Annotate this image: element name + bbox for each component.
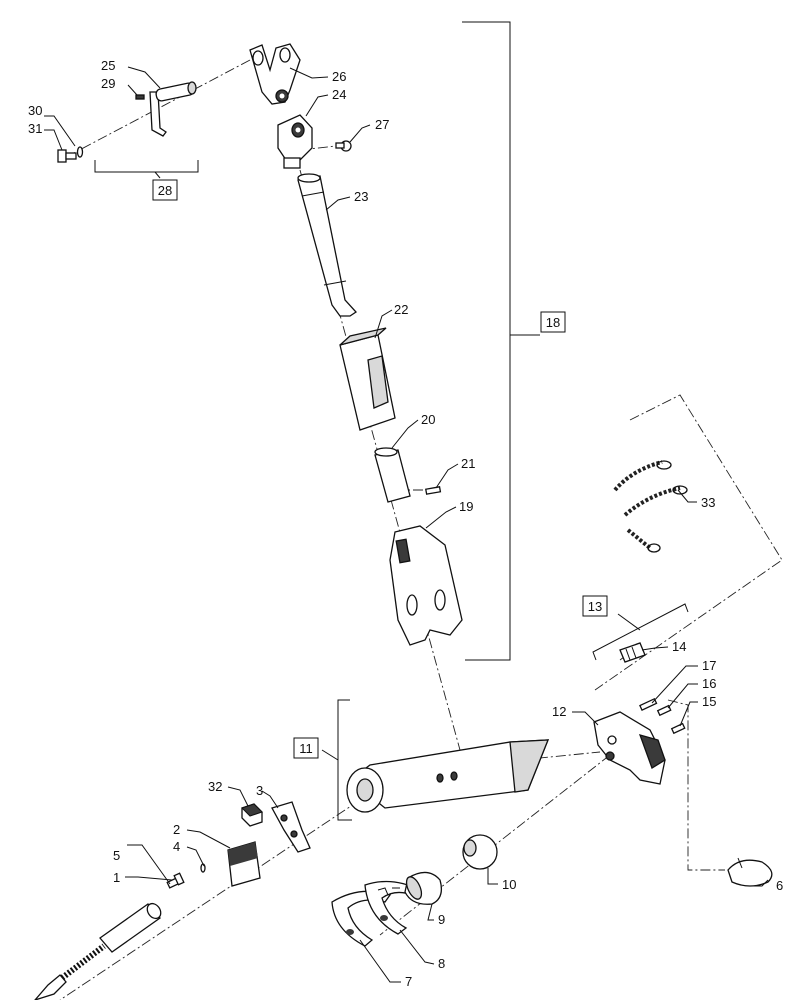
bracket-13-line bbox=[592, 603, 689, 661]
part-30-washer bbox=[76, 146, 84, 158]
part-5-bolt bbox=[166, 872, 185, 889]
callout-27: 27 bbox=[375, 117, 389, 132]
callout-19: 19 bbox=[459, 499, 473, 514]
bracket-group-11 bbox=[321, 699, 352, 821]
part-1-telescopic-rod bbox=[34, 902, 162, 1000]
callout-23: 23 bbox=[354, 189, 368, 204]
part-15-pin bbox=[670, 722, 686, 735]
callout-12: 12 bbox=[552, 704, 566, 719]
callout-28: 28 bbox=[158, 183, 172, 198]
centerline-arm-pivot bbox=[59, 799, 361, 1000]
part-12-hook bbox=[593, 711, 666, 785]
part-9-ball bbox=[404, 871, 443, 905]
part-4-washer bbox=[200, 863, 206, 873]
callout-labels: 25 29 30 31 26 24 27 23 22 20 21 19 33 1… bbox=[28, 58, 783, 989]
callout-box-13: 13 bbox=[582, 595, 608, 617]
callout-1: 1 bbox=[113, 870, 120, 885]
callout-7: 7 bbox=[405, 974, 412, 989]
part-29-clip bbox=[135, 94, 145, 100]
part-26-yoke bbox=[249, 43, 301, 105]
callout-29: 29 bbox=[101, 76, 115, 91]
callout-15: 15 bbox=[702, 694, 716, 709]
callout-22: 22 bbox=[394, 302, 408, 317]
callout-25: 25 bbox=[101, 58, 115, 73]
part-23-threaded-rod bbox=[297, 173, 357, 317]
callout-32: 32 bbox=[208, 779, 222, 794]
part-31-bolt bbox=[57, 149, 77, 163]
callout-31: 31 bbox=[28, 121, 42, 136]
part-17-pin bbox=[639, 697, 658, 711]
callout-24: 24 bbox=[332, 87, 346, 102]
callout-3: 3 bbox=[256, 783, 263, 798]
part-3-plate bbox=[271, 801, 311, 853]
part-14-latch bbox=[619, 642, 646, 663]
part-24-swivel bbox=[277, 114, 313, 169]
callout-4: 4 bbox=[173, 839, 180, 854]
bracket-11-tick bbox=[321, 749, 339, 761]
callout-9: 9 bbox=[438, 912, 445, 927]
part-10-ball bbox=[462, 834, 498, 870]
part-6-ring bbox=[727, 857, 773, 887]
part-33-chain bbox=[613, 460, 688, 553]
bracket-13-tick bbox=[617, 613, 641, 631]
callout-16: 16 bbox=[702, 676, 716, 691]
bracket-group-13 bbox=[592, 603, 689, 661]
part-2-block bbox=[227, 841, 261, 887]
part-19-fork bbox=[389, 525, 463, 646]
callout-box-11: 11 bbox=[293, 737, 319, 759]
callout-30: 30 bbox=[28, 103, 42, 118]
callout-21: 21 bbox=[461, 456, 475, 471]
bracket-group-28 bbox=[94, 160, 199, 179]
part-20-bushing bbox=[374, 447, 411, 503]
callout-11: 11 bbox=[299, 741, 313, 756]
centerline-top-pin bbox=[69, 59, 251, 156]
centerline-chain-33 bbox=[594, 394, 783, 691]
callout-box-18: 18 bbox=[540, 311, 566, 333]
callout-17: 17 bbox=[702, 658, 716, 673]
leader-lines bbox=[44, 66, 769, 983]
callout-box-28: 28 bbox=[152, 179, 178, 201]
bracket-28-line bbox=[94, 160, 199, 173]
callout-10: 10 bbox=[502, 877, 516, 892]
callout-8: 8 bbox=[438, 956, 445, 971]
callout-13: 13 bbox=[588, 599, 602, 614]
bracket-28-tick bbox=[154, 171, 161, 179]
callout-2: 2 bbox=[173, 822, 180, 837]
centerline-ring-6 bbox=[667, 699, 725, 871]
part-25-pin bbox=[149, 81, 197, 137]
part-21-pin bbox=[425, 486, 442, 495]
part-27-bolt bbox=[335, 140, 352, 152]
callout-5: 5 bbox=[113, 848, 120, 863]
part-11-lower-arm bbox=[346, 739, 549, 813]
bracket-18-line bbox=[462, 21, 511, 661]
callout-14: 14 bbox=[672, 639, 686, 654]
callout-20: 20 bbox=[421, 412, 435, 427]
callout-18: 18 bbox=[546, 315, 560, 330]
part-22-sleeve bbox=[339, 327, 396, 431]
bracket-group-18 bbox=[462, 21, 540, 661]
callout-26: 26 bbox=[332, 69, 346, 84]
callout-33: 33 bbox=[701, 495, 715, 510]
part-16-pin bbox=[656, 704, 672, 717]
callout-6: 6 bbox=[776, 878, 783, 893]
part-32-nut bbox=[241, 803, 263, 827]
